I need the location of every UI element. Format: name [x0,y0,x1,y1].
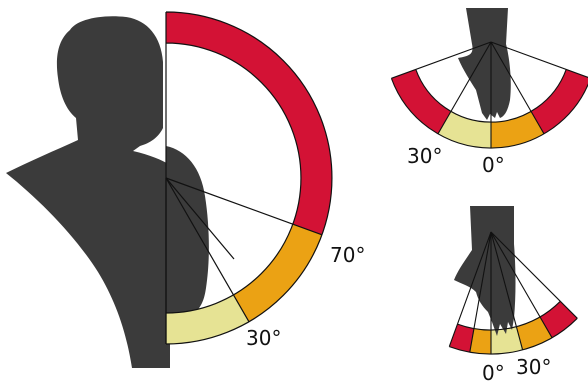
wrist-bottom-figure: 0° 30° [449,206,577,383]
label-0-wrist-top: 0° [482,153,505,177]
hand-top-silhouette [458,8,511,120]
label-0-wrist-bottom: 0° [482,361,505,383]
arm-silhouette [166,146,209,318]
label-30-side: 30° [246,326,281,350]
arc-segment-orange [234,224,323,322]
wrist-top-figure: 30° 0° [391,8,588,177]
fan-top-red-left [391,69,451,133]
hand-bottom-silhouette [454,206,516,336]
label-30-wrist-top: 30° [407,144,442,168]
label-30-wrist-bottom: 30° [516,355,551,379]
side-view-figure: 30° 70° [6,12,365,368]
label-70-side: 70° [330,243,365,267]
torso-silhouette [6,16,170,368]
